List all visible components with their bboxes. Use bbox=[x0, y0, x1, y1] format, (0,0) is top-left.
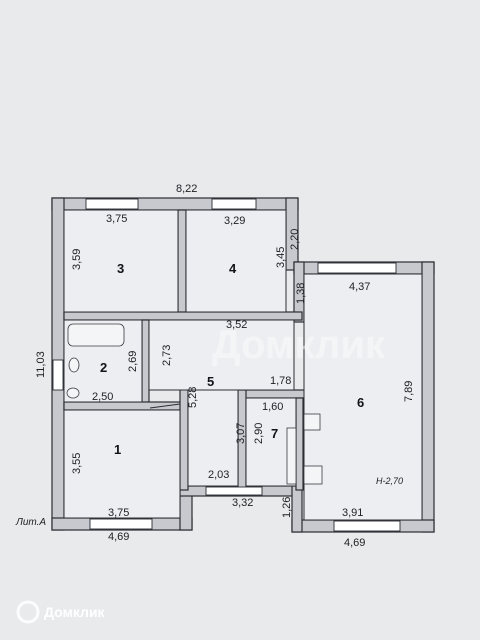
dim-1-38: 1,38 bbox=[295, 283, 307, 304]
dim-room3-height: 3,59 bbox=[71, 249, 83, 270]
dim-room1-width: 3,75 bbox=[108, 507, 129, 519]
kitchen-sink-icon bbox=[303, 413, 321, 431]
window-bath bbox=[52, 359, 64, 391]
dim-2-20: 2,20 bbox=[289, 229, 301, 250]
dim-room4-height: 3,45 bbox=[275, 247, 287, 268]
dim-hall-3-32: 3,32 bbox=[232, 497, 253, 509]
dim-2-73: 2,73 bbox=[161, 345, 173, 366]
wall-3-4 bbox=[177, 209, 187, 321]
room-number-3: 3 bbox=[117, 261, 124, 276]
room-number-6: 6 bbox=[357, 395, 364, 410]
bathtub-icon bbox=[67, 323, 125, 347]
room-number-4: 4 bbox=[229, 261, 237, 276]
room-1-floor bbox=[63, 409, 181, 519]
brand-logo-icon bbox=[16, 600, 40, 624]
room-4-floor bbox=[185, 209, 287, 313]
dim-room1-height: 3,55 bbox=[71, 453, 83, 474]
dim-5-28: 5,28 bbox=[187, 387, 199, 408]
room-number-5: 5 bbox=[207, 374, 214, 389]
dim-room7-h1: 3,07 bbox=[235, 423, 247, 444]
dim-bath-width: 2,50 bbox=[92, 391, 113, 403]
dim-room4-width-top: 3,29 bbox=[224, 215, 245, 227]
room6-east-wall bbox=[421, 261, 435, 533]
dim-room7-h2: 2,90 bbox=[253, 423, 265, 444]
room-number-2: 2 bbox=[100, 360, 107, 375]
window-hall bbox=[205, 486, 263, 496]
brand-logo: Домклик bbox=[16, 600, 106, 624]
window-room6-north bbox=[317, 262, 397, 274]
toilet-icon bbox=[66, 387, 80, 399]
room-3-floor bbox=[63, 209, 179, 313]
wall-3-2 bbox=[63, 311, 303, 321]
dim-bottom-left-width: 4,69 bbox=[108, 531, 129, 543]
dim-room7-width: 1,60 bbox=[262, 401, 283, 413]
wall-7-east bbox=[295, 397, 304, 491]
dim-room3-width: 3,75 bbox=[106, 213, 127, 225]
dim-total-height-left: 11,03 bbox=[35, 351, 47, 378]
stove-icon bbox=[303, 465, 323, 485]
dim-1-26: 1,26 bbox=[281, 497, 293, 518]
dim-bottom-right-width: 4,69 bbox=[344, 537, 365, 549]
sink-icon bbox=[68, 357, 80, 373]
dim-room4-width-bottom: 3,52 bbox=[226, 319, 247, 331]
window-room6-south bbox=[333, 520, 401, 532]
window-room3 bbox=[85, 198, 139, 210]
dim-room7-top: 1,78 bbox=[270, 375, 291, 387]
room-5-lower-floor bbox=[187, 389, 239, 487]
dim-hall-2-03: 2,03 bbox=[208, 469, 229, 481]
dim-total-width-top: 8,22 bbox=[176, 183, 197, 195]
dim-room6-width-bottom: 3,91 bbox=[342, 507, 363, 519]
room-number-1: 1 bbox=[114, 442, 121, 457]
watermark-overlay: Домклик bbox=[212, 323, 386, 367]
window-room4 bbox=[211, 198, 257, 210]
lit-label: Лит.А bbox=[15, 517, 46, 528]
window-room1 bbox=[89, 518, 153, 530]
dim-room6-height: 7,89 bbox=[403, 381, 415, 402]
room-6-floor bbox=[303, 273, 423, 521]
ceiling-height-note: Н-2,70 bbox=[376, 476, 403, 486]
room6-south-step bbox=[291, 485, 303, 533]
brand-logo-text: Домклик bbox=[44, 604, 106, 620]
door-swing bbox=[149, 403, 181, 409]
wall-bath-east bbox=[141, 319, 150, 405]
dim-room6-width-top: 4,37 bbox=[349, 281, 370, 293]
room-number-7: 7 bbox=[271, 426, 278, 441]
room-5-upper-floor bbox=[148, 319, 295, 391]
dim-bath-height: 2,69 bbox=[127, 351, 139, 372]
room7-shelf bbox=[286, 427, 297, 485]
